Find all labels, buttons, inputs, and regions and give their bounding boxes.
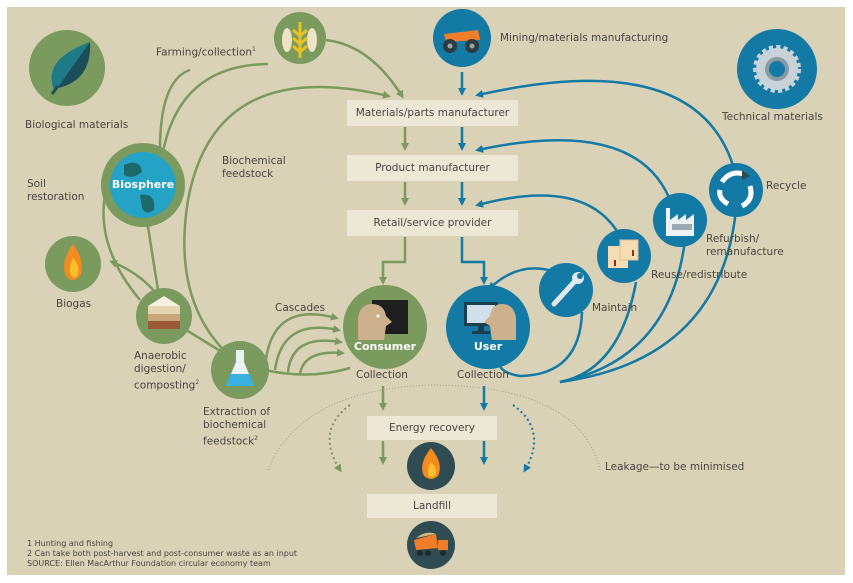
biosphere-icon (101, 143, 185, 227)
mining-truck-icon (433, 9, 491, 67)
blue-leakage-arrow (512, 404, 536, 473)
anaerobic-label: Anaerobic digestion/ composting2 (134, 350, 200, 392)
flask-icon (211, 341, 269, 399)
green-retail-to-consumer (379, 237, 407, 285)
chain-box-product: Product manufacturer (347, 155, 518, 181)
technical-materials-label: Technical materials (722, 111, 823, 123)
mining-label: Mining/materials manufacturing (500, 32, 669, 44)
technical-flows (458, 72, 738, 465)
cascade-2 (273, 325, 341, 371)
chain-box-retail: Retail/service provider (347, 210, 518, 236)
farming-to-manufacturer-arrow (325, 38, 404, 99)
recycle-label: Recycle (766, 180, 807, 192)
wrench-icon (539, 263, 593, 317)
cascade-4 (298, 348, 345, 375)
recycle-return (559, 209, 738, 384)
biochemical-to-extraction-arc (183, 199, 241, 366)
soil-restoration-label: Soil restoration (27, 178, 85, 203)
biosphere-to-farming-arc (161, 62, 269, 153)
reuse-label: Reuse/redistribute (651, 269, 748, 281)
biochemical-feedstock-label: Biochemical feedstock (222, 155, 286, 180)
blue-retail-to-user (460, 237, 488, 285)
farming-label: Farming/collection1 (156, 46, 256, 59)
refurbish-label: Refurbish/ remanufacture (706, 233, 784, 258)
extraction-label: Extraction of biochemical feedstock2 (203, 406, 271, 448)
maintain-label: Maintain (592, 302, 638, 314)
biological-materials-label: Biological materials (25, 119, 129, 131)
boxes-icon (597, 229, 651, 283)
biogas-icon (45, 236, 101, 292)
fire-icon (407, 442, 455, 490)
consumer-label: Consumer (353, 340, 417, 353)
recycle-loop (475, 79, 737, 173)
consumer-collection-label: Collection (356, 369, 408, 381)
consumer-icon (343, 285, 427, 369)
footnote-1: 1 Hunting and fishing (27, 539, 114, 548)
reuse-loop (475, 194, 624, 241)
source-note: SOURCE: Ellen MacArthur Foundation circu… (27, 559, 271, 568)
biosphere-label: Biosphere (111, 178, 175, 191)
refurbish-loop (475, 139, 674, 206)
wheat-fish-icon (274, 12, 326, 64)
composting-icon (136, 288, 192, 344)
leaf-icon (29, 30, 105, 106)
biochemical-feedstock-arc (186, 85, 391, 201)
biogas-label: Biogas (56, 298, 92, 310)
user-label: User (473, 340, 503, 353)
user-collection-label: Collection (457, 369, 509, 381)
farming-to-materials-arrow (158, 68, 191, 151)
footnote-2: 2 Can take both post-harvest and post-co… (27, 549, 298, 558)
leakage (267, 384, 601, 473)
cascade-1 (263, 312, 339, 369)
dump-truck-icon (407, 521, 455, 569)
landfill-box: Landfill (367, 494, 497, 518)
user-icon (446, 285, 530, 369)
factory-icon (653, 193, 707, 247)
recycle-icon (709, 163, 763, 217)
energy-recovery-box: Energy recovery (367, 416, 497, 440)
refurbish-return (559, 239, 687, 384)
green-leakage-arrow (328, 404, 351, 473)
leakage-label: Leakage—to be minimised (605, 461, 745, 473)
extraction-to-consumer (264, 366, 351, 376)
gear-icon (737, 29, 817, 109)
chain-box-materials: Materials/parts manufacturer (347, 100, 518, 126)
cascades-label: Cascades (275, 302, 326, 314)
cascade-3 (286, 337, 343, 373)
